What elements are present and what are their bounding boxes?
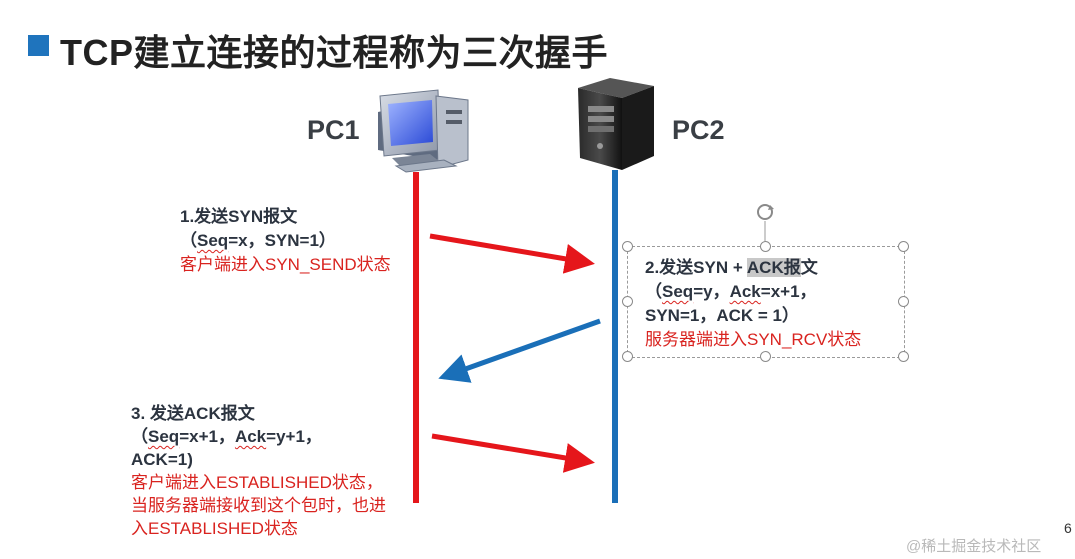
resize-handle[interactable]	[898, 241, 909, 252]
arrow-syn-ack	[438, 318, 601, 383]
resize-handle[interactable]	[622, 351, 633, 362]
resize-handle[interactable]	[622, 241, 633, 252]
step2-message: 2.发送SYN + ACK报文 （Seq=y，Ack=x+1， SYN=1，AC…	[645, 256, 861, 352]
page-title: TCP建立连接的过程称为三次握手	[60, 32, 609, 73]
server-tower-icon	[578, 78, 654, 170]
step2-state: 服务器端进入SYN_RCV状态	[645, 330, 862, 349]
pc1-label: PC1	[307, 115, 360, 145]
step2-params: （Seq=y，Ack=x+1，	[645, 282, 817, 301]
step3-state-line3: 入ESTABLISHED状态	[131, 519, 298, 538]
page-number: 6	[1064, 520, 1072, 536]
resize-handle[interactable]	[760, 241, 771, 252]
step1-message: 1.发送SYN报文 （Seq=x，SYN=1） 客户端进入SYN_SEND状态	[180, 205, 391, 277]
resize-handle[interactable]	[898, 351, 909, 362]
resize-handle[interactable]	[760, 351, 771, 362]
step1-state: 客户端进入SYN_SEND状态	[180, 255, 391, 274]
step3-flags: ACK=1)	[131, 450, 193, 469]
step3-state-line2: 当服务器端接收到这个包时，也进	[131, 496, 386, 515]
step3-params: （Seq=x+1，Ack=y+1，	[131, 427, 322, 446]
title-bullet-icon	[28, 35, 49, 56]
step3-message: 3. 发送ACK报文 （Seq=x+1，Ack=y+1， ACK=1) 客户端进…	[131, 402, 386, 540]
arrow-syn	[429, 233, 595, 274]
arrow-ack	[431, 433, 595, 473]
step1-params: （Seq=x，SYN=1）	[180, 231, 336, 250]
step1-title: 1.发送SYN报文	[180, 207, 298, 226]
watermark: @稀土掘金技术社区	[906, 538, 1042, 555]
step2-title: 2.发送SYN + ACK报文	[645, 258, 818, 277]
resize-handle[interactable]	[898, 296, 909, 307]
resize-handle[interactable]	[622, 296, 633, 307]
step3-state-line1: 客户端进入ESTABLISHED状态，	[131, 473, 383, 492]
step2-flags: SYN=1，ACK = 1）	[645, 306, 799, 325]
pc-desktop-icon	[378, 89, 469, 173]
pc2-label: PC2	[672, 115, 725, 145]
step3-title: 3. 发送ACK报文	[131, 404, 255, 423]
rotate-handle-icon	[757, 204, 774, 243]
